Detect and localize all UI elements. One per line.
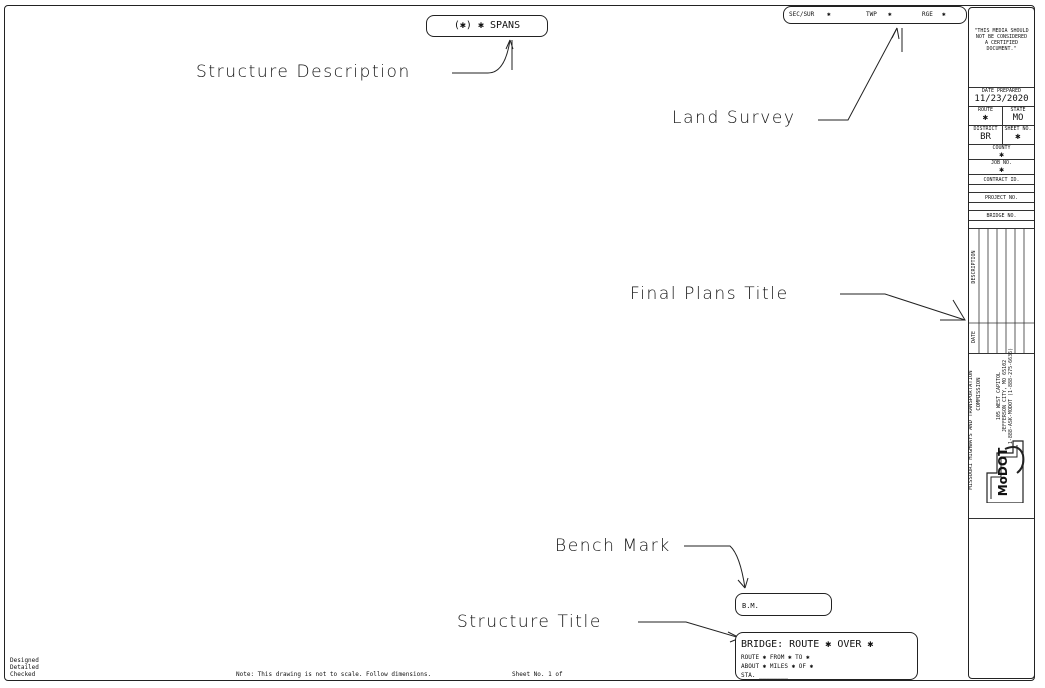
date-prepared-label: DATE PREPARED: [981, 88, 1022, 94]
project-no-cell: PROJECT NO.: [969, 193, 1034, 203]
state-label: STATE: [1010, 107, 1026, 113]
sheet-no-cell: SHEET NO. ✱: [1002, 126, 1034, 144]
bench-mark-text: B.M.: [742, 602, 759, 610]
job-no-label: JOB NO.: [990, 160, 1013, 166]
project-no-label: PROJECT NO.: [984, 195, 1019, 201]
state-cell: STATE MO: [1002, 107, 1034, 125]
contract-id-blank: [969, 185, 1034, 193]
contract-id-label: CONTRACT ID.: [983, 177, 1020, 183]
description-label: DESCRIPTION: [971, 250, 977, 284]
district-label: DISTRICT: [973, 126, 998, 132]
route-state-row: ROUTE ✱ STATE MO: [969, 107, 1034, 126]
district-cell: DISTRICT BR: [969, 126, 1003, 144]
bridge-title-box: BRIDGE: ROUTE ✱ OVER ✱ ROUTE ✱ FROM ✱ TO…: [735, 632, 918, 680]
land-survey-label: Land Survey: [672, 108, 796, 128]
structure-description-label: Structure Description: [196, 62, 411, 82]
county-label: COUNTY: [992, 145, 1011, 151]
district-sheet-row: DISTRICT BR SHEET NO. ✱: [969, 126, 1034, 145]
commission-line-2: COMMISSION: [976, 377, 982, 411]
twp-label: TWP: [866, 11, 877, 18]
media-note-cell: "THIS MEDIA SHOULD NOT BE CONSIDERED A C…: [969, 8, 1034, 88]
detailed-label: Detailed: [10, 664, 39, 671]
leader-structure-title: [638, 621, 741, 639]
route-value: ✱: [982, 113, 989, 123]
land-survey-box: SEC/SUR ✱ TWP ✱ RGE ✱: [783, 6, 967, 24]
route-cell: ROUTE ✱: [969, 107, 1003, 125]
leader-final-plans-title: [840, 293, 966, 321]
job-no-value: ✱: [999, 165, 1004, 174]
modot-logo: MoDOT: [983, 433, 1027, 503]
commission-line-1: MISSOURI HIGHWAYS AND TRANSPORTATION: [968, 370, 974, 490]
bridge-line-2: ABOUT ✱ MILES ✱ OF ✱: [741, 663, 814, 670]
revision-grid: DESCRIPTION DATE: [969, 229, 1034, 354]
sheet-number: Sheet No. 1 of: [512, 671, 563, 678]
address-line-3: 1-888-ASK-MODOT (1-888-275-6636): [1008, 347, 1014, 445]
date-prepared-value: 11/23/2020: [974, 94, 1029, 104]
sec-sur-value: ✱: [827, 11, 831, 18]
rge-value: ✱: [942, 11, 946, 18]
county-value: ✱: [999, 150, 1004, 159]
twp-value: ✱: [888, 11, 892, 18]
route-label: ROUTE: [977, 107, 994, 113]
leader-bench-mark: [684, 545, 746, 589]
bridge-line-1: ROUTE ✱ FROM ✱ TO ✱: [741, 654, 810, 661]
job-no-cell: JOB NO. ✱: [969, 160, 1034, 175]
rge-label: RGE: [922, 11, 933, 18]
title-block: "THIS MEDIA SHOULD NOT BE CONSIDERED A C…: [968, 7, 1035, 679]
bridge-no-label: BRIDGE NO.: [986, 213, 1017, 219]
spans-pill: (✱) ✱ SPANS: [426, 15, 548, 37]
scale-note: Note: This drawing is not to scale. Foll…: [236, 671, 432, 678]
bridge-line-3: STA. ________: [741, 672, 788, 679]
sheet-no-label: SHEET NO.: [1004, 126, 1032, 132]
bridge-no-cell: BRIDGE NO.: [969, 211, 1034, 221]
media-note: "THIS MEDIA SHOULD NOT BE CONSIDERED A C…: [974, 28, 1029, 52]
revision-grid-lines: [969, 229, 1034, 353]
bench-mark-box: B.M.: [735, 593, 832, 616]
bridge-no-blank: [969, 221, 1034, 229]
designed-label: Designed: [10, 657, 39, 664]
state-value: MO: [1012, 113, 1024, 123]
modot-logo-text: MoDOT: [996, 447, 1010, 497]
county-cell: COUNTY ✱: [969, 145, 1034, 160]
sheet-no-value: ✱: [1015, 132, 1021, 142]
final-plans-title-label: Final Plans Title: [630, 284, 789, 304]
leader-structure-description: [452, 39, 511, 74]
bridge-heading: BRIDGE: ROUTE ✱ OVER ✱: [741, 639, 874, 650]
leader-land-survey: [818, 27, 898, 121]
spans-label: (✱) ✱ SPANS: [453, 20, 521, 31]
sec-sur-label: SEC/SUR: [789, 11, 815, 18]
modot-logo-mark: [986, 440, 1025, 503]
commission-block: MISSOURI HIGHWAYS AND TRANSPORTATION COM…: [968, 348, 1034, 519]
date-prepared-cell: DATE PREPARED 11/23/2020: [969, 88, 1034, 107]
structure-title-label: Structure Title: [457, 612, 602, 632]
project-no-blank: [969, 203, 1034, 211]
district-value: BR: [980, 132, 991, 142]
checked-label: Checked: [10, 671, 36, 678]
bench-mark-label: Bench Mark: [555, 536, 671, 556]
contract-id-cell: CONTRACT ID.: [969, 175, 1034, 185]
